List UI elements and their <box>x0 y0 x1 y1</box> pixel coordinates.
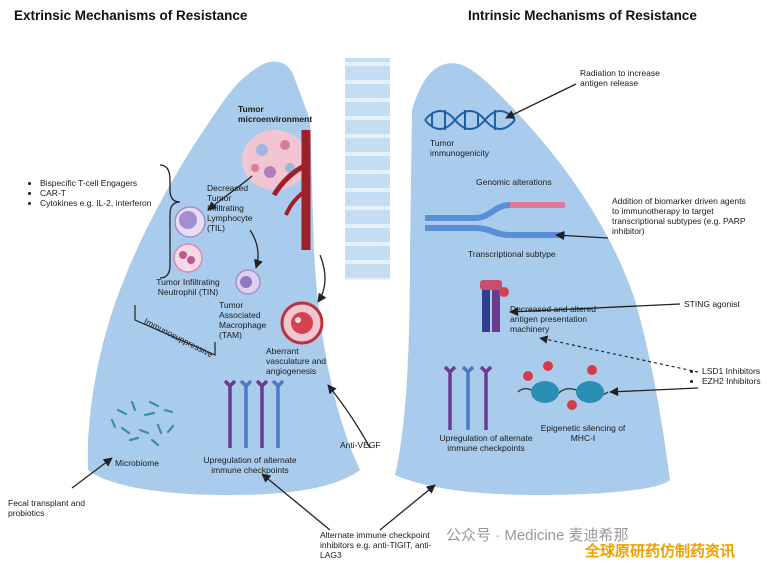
watermark-slogan: 全球原研药仿制药资讯 <box>585 543 736 560</box>
label-tin: Tumor Infiltrating Neutrophil (TIN) <box>156 277 220 297</box>
checkpoint-receptors-right <box>443 365 493 430</box>
label-tumor-immunogenicity: Tumor immunogenicity <box>430 138 490 158</box>
immunosuppressive-bracket <box>134 305 216 356</box>
til-cell-icon <box>174 206 206 238</box>
label-antigen-presentation: Decreased and altered antigen presentati… <box>510 304 597 334</box>
tam-cell-icon <box>235 269 261 295</box>
label-tam: Tumor Associated Macrophage (TAM) <box>219 300 267 340</box>
therapy-item: Bispecific T-cell Engagers <box>40 178 158 188</box>
heading-intrinsic: Intrinsic Mechanisms of Resistance <box>468 8 697 23</box>
dna-helix-icon <box>424 110 516 130</box>
aberrant-vessel-icon <box>280 301 324 345</box>
tumor-icon <box>242 130 308 190</box>
label-checkpoints-left: Upregulation of alternate immune checkpo… <box>203 455 297 475</box>
label-til: Decreased Tumor Infiltrating Lymphocyte … <box>207 183 253 233</box>
trachea <box>345 58 390 280</box>
label-checkpoints-right: Upregulation of alternate immune checkpo… <box>439 433 533 453</box>
label-aberrant: Aberrant vasculature and angiogenesis <box>266 346 327 376</box>
tin-cell-icon <box>173 243 203 273</box>
left-lung <box>87 61 360 496</box>
therapy-item: Cytokines e.g. IL-2, interferon <box>40 198 158 208</box>
therapy-brace <box>159 164 181 279</box>
label-alt-inhibitors: Alternate immune checkpoint inhibitors e… <box>320 530 432 560</box>
label-biomarker: Addition of biomarker driven agents to i… <box>612 196 746 236</box>
label-radiation: Radiation to increase antigen release <box>580 68 660 88</box>
watermark-account: 公众号 · Medicine 麦迪希那 <box>446 527 629 544</box>
label-microbiome: Microbiome <box>115 458 159 468</box>
label-epigenetic: Epigenetic silencing of MHC-I <box>540 423 626 443</box>
label-transcriptional: Transcriptional subtype <box>468 249 556 259</box>
nucleosome-icon <box>517 361 609 410</box>
label-tumor-microenvironment: Tumor microenvironment <box>238 104 313 124</box>
dashed-arrow <box>539 335 699 373</box>
inhibitor-list: LSD1 Inhibitors EZH2 Inhibitors <box>690 366 764 386</box>
antigen-presentation-icon <box>480 280 509 332</box>
microbiome-icon <box>110 400 175 447</box>
arrows-extrinsic <box>71 175 436 531</box>
label-sting: STING agonist <box>684 299 740 309</box>
inhibitor-item: LSD1 Inhibitors <box>702 366 764 376</box>
checkpoint-receptors-left <box>223 379 285 448</box>
genomic-strands-icon <box>425 202 565 238</box>
arrows-intrinsic <box>505 83 699 397</box>
heading-extrinsic: Extrinsic Mechanisms of Resistance <box>14 8 248 23</box>
label-genomic: Genomic alterations <box>476 177 552 187</box>
therapy-list: Bispecific T-cell Engagers CAR-T Cytokin… <box>28 178 158 208</box>
inhibitor-item: EZH2 Inhibitors <box>702 376 764 386</box>
label-anti-vegf: Anti-VEGF <box>340 440 381 450</box>
label-fecal: Fecal transplant and probiotics <box>8 498 86 518</box>
therapy-item: CAR-T <box>40 188 158 198</box>
